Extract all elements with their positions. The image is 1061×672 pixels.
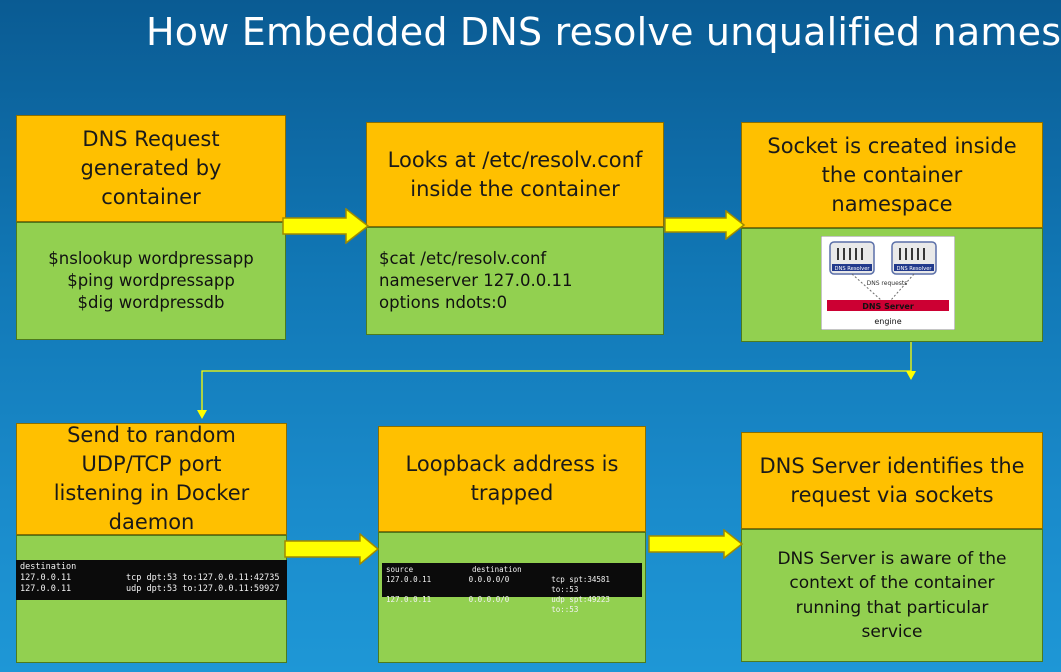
resolver-left-label: DNS Resolver [834, 266, 870, 272]
header-line: DNS Request [82, 127, 220, 151]
step-resolv-conf: Looks at /etc/resolv.conf inside the con… [366, 122, 664, 335]
terminal-cell: tcp spt:34581 to::53 [551, 575, 610, 594]
header-line: Socket is created inside [767, 133, 1017, 158]
step-dns-request-body: $nslookup wordpressapp $ping wordpressap… [16, 222, 286, 340]
terminal-header: source [386, 565, 414, 574]
terminal-row: 127.0.0.11 0.0.0.0/0 tcp spt:34581 to::5… [386, 575, 638, 595]
terminal-header: destination [20, 562, 77, 572]
step-socket-created-header: Socket is created inside the container n… [741, 122, 1043, 228]
dns-requests-label: DNS requests [867, 280, 908, 287]
header-line: the container [821, 162, 963, 187]
header-line: generated by [80, 156, 222, 180]
slide-title: How Embedded DNS resolve unqualified nam… [146, 10, 1061, 54]
step-send-to-port: Send to random UDP/TCP port listening in… [16, 423, 287, 663]
iptables-dnat-output: destination 127.0.0.11 tcp dpt:53 to:127… [16, 560, 287, 600]
resolver-right-icon [899, 248, 925, 260]
header-line: inside the container [410, 176, 620, 201]
terminal-cell: 127.0.0.11 [20, 584, 72, 594]
step-loopback-trapped-body [378, 532, 646, 663]
command-line: $nslookup wordpressapp [48, 249, 254, 268]
terminal-cell: 127.0.0.11 [20, 573, 72, 583]
terminal-row: 127.0.0.11 tcp dpt:53 to:127.0.0.11:4273… [20, 573, 283, 584]
terminal-cell: udp spt:49223 to::53 [551, 595, 610, 614]
header-line: Looks at /etc/resolv.conf [387, 147, 643, 172]
terminal-cell: 127.0.0.11 [386, 575, 432, 584]
header-line: request via sockets [790, 482, 994, 507]
header-line: Loopback address is [405, 452, 619, 476]
arrow-step1-to-step2 [282, 208, 370, 244]
step-server-identifies: DNS Server identifies the request via so… [741, 432, 1043, 662]
step-dns-request: DNS Request generated by container $nslo… [16, 115, 286, 340]
header-line: DNS Server identifies the [759, 453, 1025, 478]
step-server-identifies-header: DNS Server identifies the request via so… [741, 432, 1043, 529]
dns-server-label: DNS Server [862, 302, 914, 311]
body-line: service [861, 622, 923, 642]
connector-step3-to-step4 [197, 342, 916, 419]
header-line: listening in Docker [53, 481, 250, 505]
step-send-to-port-header: Send to random UDP/TCP port listening in… [16, 423, 287, 535]
step-resolv-conf-header: Looks at /etc/resolv.conf inside the con… [366, 122, 664, 227]
config-line: nameserver 127.0.0.11 [379, 271, 573, 290]
terminal-cell: tcp dpt:53 to:127.0.0.11:42735 [126, 573, 280, 583]
terminal-header: destination [472, 565, 522, 574]
step-resolv-conf-body: $cat /etc/resolv.conf nameserver 127.0.0… [366, 227, 664, 335]
step-dns-request-header: DNS Request generated by container [16, 115, 286, 222]
header-line: Send to random [67, 423, 236, 447]
resolver-left-icon [837, 248, 863, 260]
iptables-snat-output: source destination 127.0.0.11 0.0.0.0/0 … [382, 563, 642, 614]
step-loopback-trapped: Loopback address is trapped [378, 426, 646, 663]
header-line: daemon [108, 510, 195, 534]
terminal-cell: 127.0.0.11 [386, 595, 432, 604]
command-line: $cat /etc/resolv.conf [379, 249, 547, 268]
step-server-identifies-body: DNS Server is aware of the context of th… [741, 529, 1043, 662]
arrow-step2-to-step3 [664, 210, 746, 240]
config-line: options ndots:0 [379, 293, 508, 312]
terminal-cell: 0.0.0.0/0 [468, 595, 510, 604]
header-line: namespace [831, 191, 953, 216]
engine-label: engine [874, 317, 901, 326]
resolver-right-label: DNS Resolver [896, 266, 932, 272]
terminal-row: 127.0.0.11 0.0.0.0/0 udp spt:49223 to::5… [386, 595, 638, 615]
body-line: running that particular [795, 597, 989, 618]
terminal-cell: 0.0.0.0/0 [468, 575, 510, 584]
command-line: $ping wordpressapp [67, 271, 235, 290]
terminal-row: 127.0.0.11 udp dpt:53 to:127.0.0.11:5992… [20, 584, 283, 595]
terminal-cell: udp dpt:53 to:127.0.0.11:59927 [126, 584, 280, 594]
header-line: trapped [470, 481, 554, 505]
terminal-header-row: source destination [386, 565, 638, 575]
command-line: $dig wordpressdb [77, 293, 225, 312]
body-line: DNS Server is aware of the [777, 548, 1007, 569]
header-line: UDP/TCP port [81, 452, 222, 476]
arrow-step4-to-step5 [284, 533, 380, 565]
arrow-step5-to-step6 [648, 529, 744, 559]
step-loopback-trapped-header: Loopback address is trapped [378, 426, 646, 532]
header-line: container [101, 185, 201, 209]
dns-engine-diagram: DNS Resolver DNS Resolver DNS requests D… [821, 236, 955, 330]
body-line: context of the container [789, 573, 995, 593]
dns-server-bar [827, 300, 949, 311]
